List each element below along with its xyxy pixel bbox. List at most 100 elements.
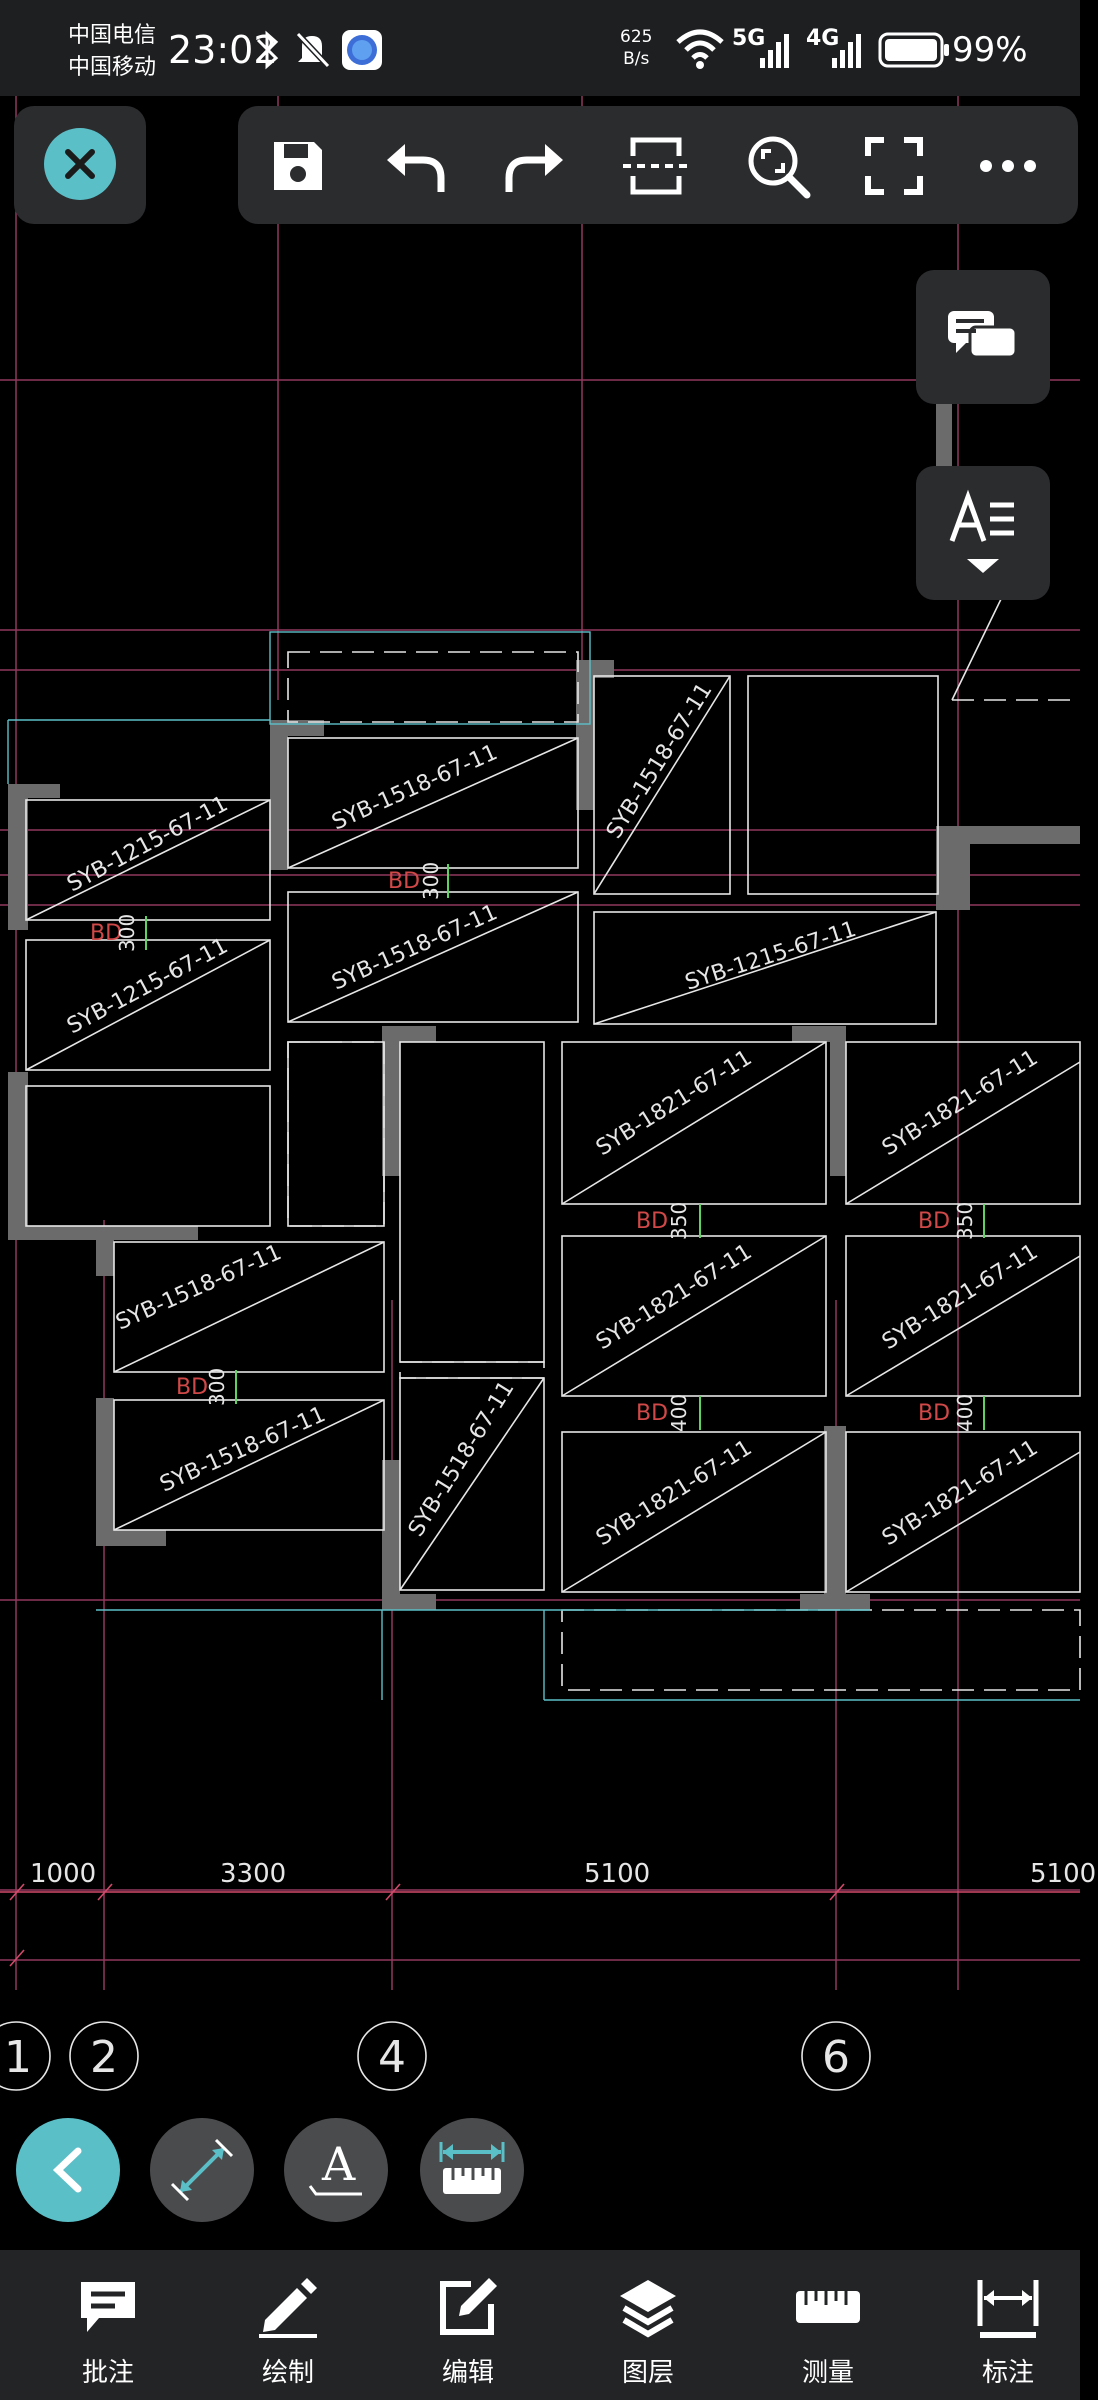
bd-label: BD <box>90 921 122 946</box>
edit-icon <box>433 2272 503 2342</box>
fullscreen-icon <box>865 137 923 195</box>
fullscreen-button[interactable] <box>854 126 934 206</box>
diagonal-measure-icon <box>170 2138 234 2202</box>
measure-length-button[interactable] <box>150 2118 254 2222</box>
slab-label: SYB-1215-67-11 <box>682 917 859 996</box>
mute-bell-icon <box>295 31 331 69</box>
dimension-label: 3300 <box>220 1859 286 1889</box>
more-icon <box>980 160 1036 172</box>
pencil-icon <box>253 2272 323 2342</box>
signal-5g-icon <box>760 34 789 68</box>
save-icon <box>274 142 322 190</box>
axis-label: 2 <box>90 2032 118 2083</box>
redo-button[interactable] <box>494 126 574 206</box>
slab-label: SYB-1518-67-11 <box>602 679 718 843</box>
svg-text:A: A <box>321 2137 356 2191</box>
cad-drawing[interactable]: SYB-1215-67-11 SYB-1215-67-11 SYB-1518-6… <box>0 96 1096 2250</box>
slab-label: SYB-1518-67-11 <box>328 740 501 835</box>
nav-label: 绘制 <box>261 2358 314 2388</box>
bd-value: 350 <box>953 1202 977 1240</box>
bd-value: 300 <box>419 862 443 900</box>
nav-draw[interactable]: 绘制 <box>198 2250 378 2400</box>
text-annotation-button[interactable]: A <box>284 2118 388 2222</box>
carrier-2: 中国移动 <box>68 55 157 80</box>
slab-label: SYB-1821-67-11 <box>878 1435 1042 1551</box>
nav-annotate[interactable]: 批注 <box>18 2250 198 2400</box>
bd-label: BD <box>918 1401 950 1426</box>
comments-icon <box>948 311 1018 359</box>
undo-button[interactable] <box>376 126 456 206</box>
nav-label: 图层 <box>621 2358 674 2388</box>
app-notification-icon <box>342 30 382 70</box>
nav-label: 标注 <box>981 2358 1034 2388</box>
ruler-icon <box>439 2142 505 2194</box>
nav-edit[interactable]: 编辑 <box>378 2250 558 2400</box>
bd-label: BD <box>176 1375 208 1400</box>
slab-label: SYB-1821-67-11 <box>592 1239 756 1355</box>
status-bar: 中国电信 中国移动 23:02 625 B/s 5G 4G 99% <box>0 0 1080 96</box>
axis-label: 6 <box>822 2032 850 2083</box>
carrier-1: 中国电信 <box>68 23 157 48</box>
slab-label: SYB-1215-67-11 <box>63 934 232 1040</box>
nav-layers[interactable]: 图层 <box>558 2250 738 2400</box>
signal-5g-label: 5G <box>732 26 766 51</box>
nav-measure[interactable]: 测量 <box>738 2250 918 2400</box>
dimension-label: 5100 <box>1030 1859 1096 1889</box>
more-button[interactable] <box>968 126 1048 206</box>
net-speed: 625 B/s <box>620 26 652 70</box>
bluetooth-icon <box>256 30 279 70</box>
layers-icon <box>613 2272 683 2342</box>
zoom-icon <box>748 136 811 199</box>
comments-button[interactable] <box>916 270 1050 404</box>
carrier-names: 中国电信 中国移动 <box>68 20 156 84</box>
back-button[interactable] <box>16 2118 120 2222</box>
bd-label: BD <box>918 1209 950 1234</box>
slab-label: SYB-1821-67-11 <box>878 1239 1042 1355</box>
save-button[interactable] <box>258 126 338 206</box>
text-align-icon <box>949 489 1014 542</box>
net-speed-unit: B/s <box>623 49 650 69</box>
ruler-button[interactable] <box>420 2118 524 2222</box>
ruler-icon <box>793 2272 863 2342</box>
drawing-canvas[interactable]: SYB-1215-67-11 SYB-1215-67-11 SYB-1518-6… <box>0 96 1096 2250</box>
slab-label: SYB-1821-67-11 <box>592 1435 756 1551</box>
dropdown-arrow-icon <box>967 559 999 573</box>
nav-dimension[interactable]: 标注 <box>918 2250 1098 2400</box>
undo-icon <box>387 144 445 192</box>
slab-label: SYB-1518-67-11 <box>328 900 501 995</box>
close-panel <box>14 106 146 224</box>
nav-label: 测量 <box>801 2358 854 2388</box>
text-style-button[interactable] <box>916 466 1050 600</box>
annotate-icon <box>73 2272 143 2342</box>
dimension-icon <box>973 2272 1043 2342</box>
close-button[interactable] <box>44 128 116 200</box>
chevron-left-icon <box>52 2147 82 2193</box>
top-toolbar <box>238 106 1078 224</box>
text-icon: A <box>308 2137 362 2196</box>
bd-value: 400 <box>953 1394 977 1432</box>
battery-icon <box>878 32 949 68</box>
dimension-label: 1000 <box>30 1859 96 1889</box>
bottom-nav: 批注 绘制 编辑 图层 测量 标注 <box>0 2250 1080 2400</box>
redo-icon <box>505 144 563 192</box>
zoom-window-button[interactable] <box>738 126 818 206</box>
wifi-icon <box>676 29 724 69</box>
bd-label: BD <box>636 1209 668 1234</box>
bd-value: 300 <box>205 1368 229 1406</box>
slab-label: SYB-1518-67-11 <box>156 1402 329 1497</box>
close-icon <box>65 149 95 179</box>
slab-label: SYB-1821-67-11 <box>592 1045 756 1161</box>
axis-label: 4 <box>378 2032 406 2083</box>
section-view-button[interactable] <box>616 126 696 206</box>
axis-label: 1 <box>4 2032 32 2083</box>
signal-4g-label: 4G <box>806 26 840 51</box>
slab-label: SYB-1518-67-11 <box>404 1377 520 1541</box>
battery-percent: 99% <box>952 30 1028 70</box>
bd-label: BD <box>636 1401 668 1426</box>
slab-label: SYB-1821-67-11 <box>878 1045 1042 1161</box>
net-speed-value: 625 <box>620 27 653 47</box>
nav-label: 编辑 <box>441 2358 494 2388</box>
slab-label: SYB-1215-67-11 <box>63 792 232 898</box>
bd-value: 300 <box>115 914 139 952</box>
dimension-label: 5100 <box>584 1859 650 1889</box>
